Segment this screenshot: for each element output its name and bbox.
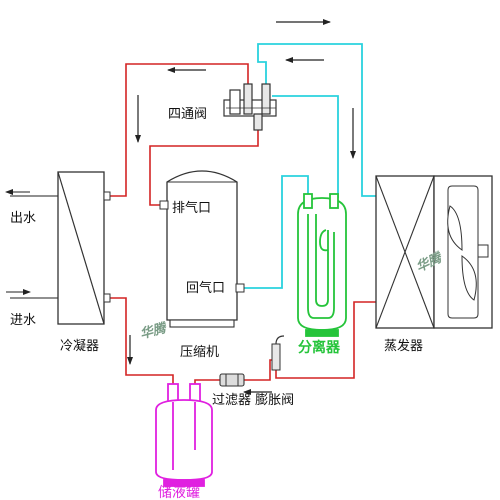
inlet-water-label: 进水 bbox=[10, 313, 36, 328]
condenser bbox=[57, 171, 111, 325]
watermark-left: 华腾 bbox=[138, 320, 169, 343]
compressor bbox=[159, 170, 245, 328]
expansion-valve bbox=[271, 335, 285, 371]
four-way-valve bbox=[223, 83, 277, 131]
discharge-port-label: 排气口 bbox=[172, 200, 211, 216]
separator bbox=[297, 193, 347, 337]
water-lines bbox=[5, 189, 58, 299]
evaporator bbox=[375, 175, 493, 329]
hot-refrigerant-lines bbox=[104, 63, 376, 388]
cold-refrigerant-lines bbox=[244, 43, 376, 289]
outlet-water-label: 出水 bbox=[10, 211, 36, 226]
separator-label: 分离器 bbox=[298, 339, 341, 356]
receiver-tank bbox=[155, 383, 213, 487]
filter-expansion-label: 过滤器 膨胀阀 bbox=[212, 393, 294, 408]
evaporator-label: 蒸发器 bbox=[384, 338, 423, 354]
condenser-label: 冷凝器 bbox=[60, 338, 99, 354]
compressor-label: 压缩机 bbox=[180, 344, 219, 360]
filter-drier bbox=[219, 373, 245, 387]
receiver-label: 储液罐 bbox=[158, 485, 200, 500]
four-way-valve-label: 四通阀 bbox=[168, 107, 207, 122]
flow-arrows bbox=[127, 19, 356, 395]
suction-port-label: 回气口 bbox=[186, 280, 225, 296]
